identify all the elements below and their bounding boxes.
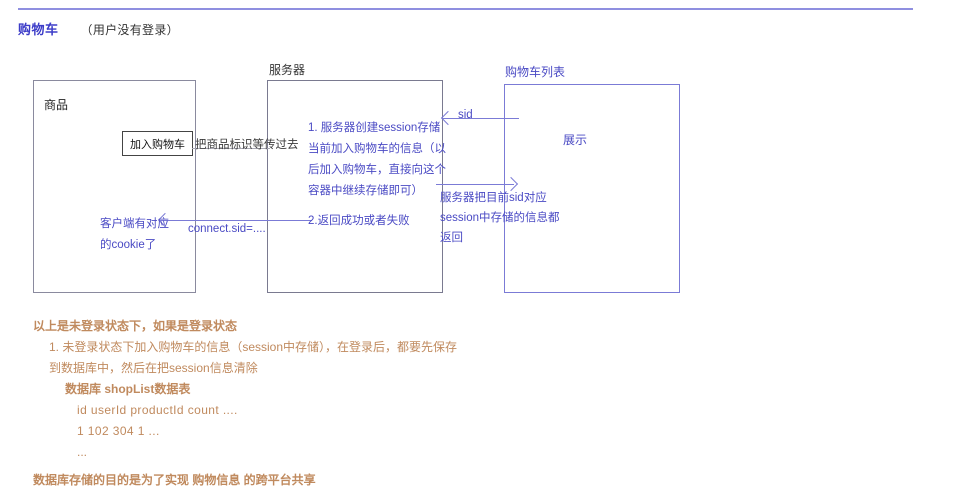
annotation-request: 把商品标识等传过去 — [195, 139, 299, 151]
request-connector-line — [192, 148, 270, 149]
cartlist-box — [504, 84, 680, 293]
sid-return-connector-line — [436, 184, 514, 185]
cartlist-box-title: 购物车列表 — [505, 65, 566, 79]
annotation-sid: sid — [458, 109, 473, 121]
annotation-server-return: 2.返回成功或者失败 — [308, 215, 410, 227]
note-line-6: 数据库存储的目的是为了实现 购物信息 的跨平台共享 — [33, 473, 316, 487]
response-connector-line — [160, 220, 312, 221]
note-line-5: ... — [77, 445, 88, 459]
annotation-server-sid-return: 服务器把目前sid对应session中存储的信息都返回 — [440, 192, 560, 244]
note-line-2: 数据库 shopList数据表 — [65, 382, 191, 396]
note-line-3: id userId productId count .... — [77, 403, 238, 417]
product-box — [33, 80, 196, 293]
page-title: 购物车 — [18, 22, 59, 37]
note-line-1: 1. 未登录状态下加入购物车的信息（session中存储），在登录后，都要先保存… — [49, 340, 458, 375]
page-header: 购物车 （用户没有登录） — [18, 19, 179, 38]
top-divider-rule — [18, 8, 913, 10]
note-line-4: 1 102 304 1 ... — [77, 424, 160, 438]
server-box — [267, 80, 443, 293]
product-box-label: 商品 — [44, 98, 69, 112]
note-line-0: 以上是未登录状态下，如果是登录状态 — [33, 319, 238, 333]
server-box-title: 服务器 — [269, 63, 306, 77]
annotation-connect-sid: connect.sid=.... — [188, 223, 266, 235]
cartlist-box-label: 展示 — [563, 133, 588, 147]
sid-connector-line — [443, 118, 519, 119]
annotation-client-cookie: 客户端有对应的cookie了 — [100, 218, 169, 251]
add-to-cart-button[interactable]: 加入购物车 — [122, 131, 193, 156]
page-subtitle: （用户没有登录） — [80, 23, 179, 37]
annotation-server-create-session: 1. 服务器创建session存储当前加入购物车的信息（以后加入购物车，直接向这… — [308, 122, 446, 197]
notes-block: 以上是未登录状态下，如果是登录状态 1. 未登录状态下加入购物车的信息（sess… — [33, 316, 933, 491]
